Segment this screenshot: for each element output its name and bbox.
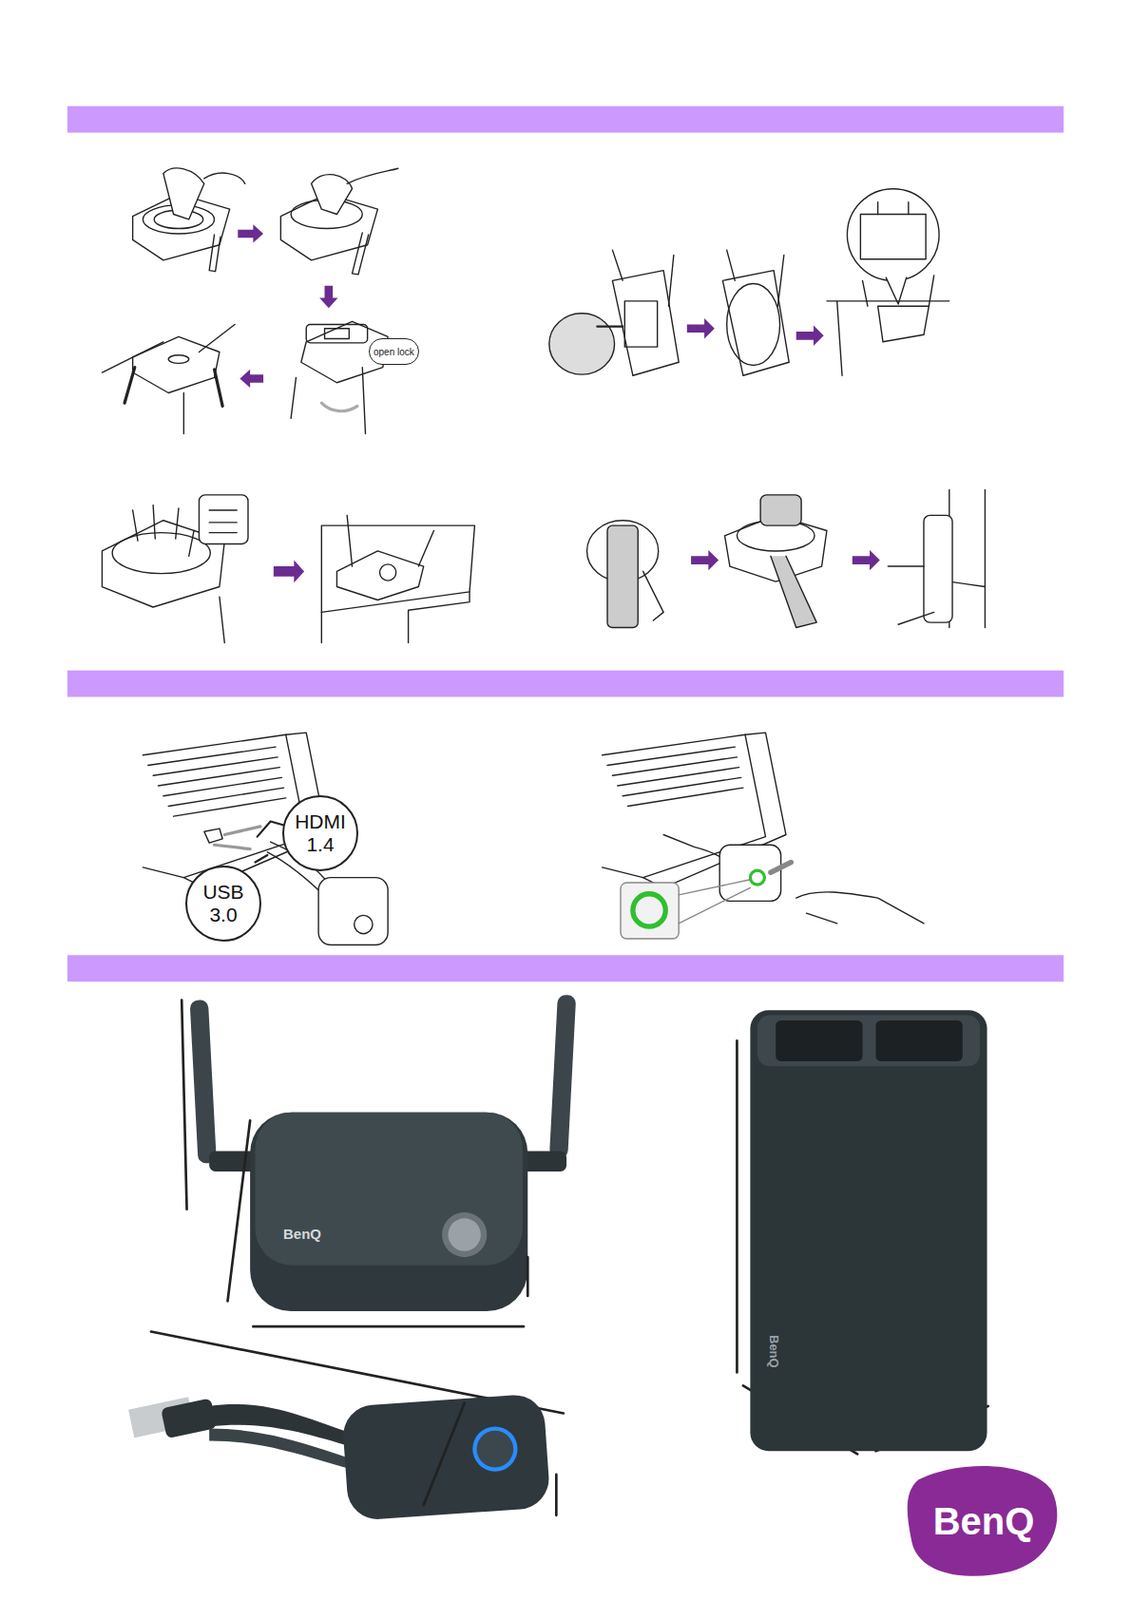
callout-text: BenQ	[933, 1500, 1036, 1544]
callout-text: open lock	[373, 346, 415, 358]
callout-circle: open lock	[368, 338, 420, 365]
callout-text: USB 3.0	[187, 881, 260, 927]
brand-logo: BenQ	[912, 1487, 1055, 1556]
device-brand-label: BenQ	[766, 1335, 782, 1369]
callout-text: HDMI 1.4	[284, 810, 357, 857]
callout-circle: USB 3.0	[185, 865, 262, 942]
callout-circle: HDMI 1.4	[282, 795, 359, 872]
device-brand-label: BenQ	[283, 1226, 322, 1243]
